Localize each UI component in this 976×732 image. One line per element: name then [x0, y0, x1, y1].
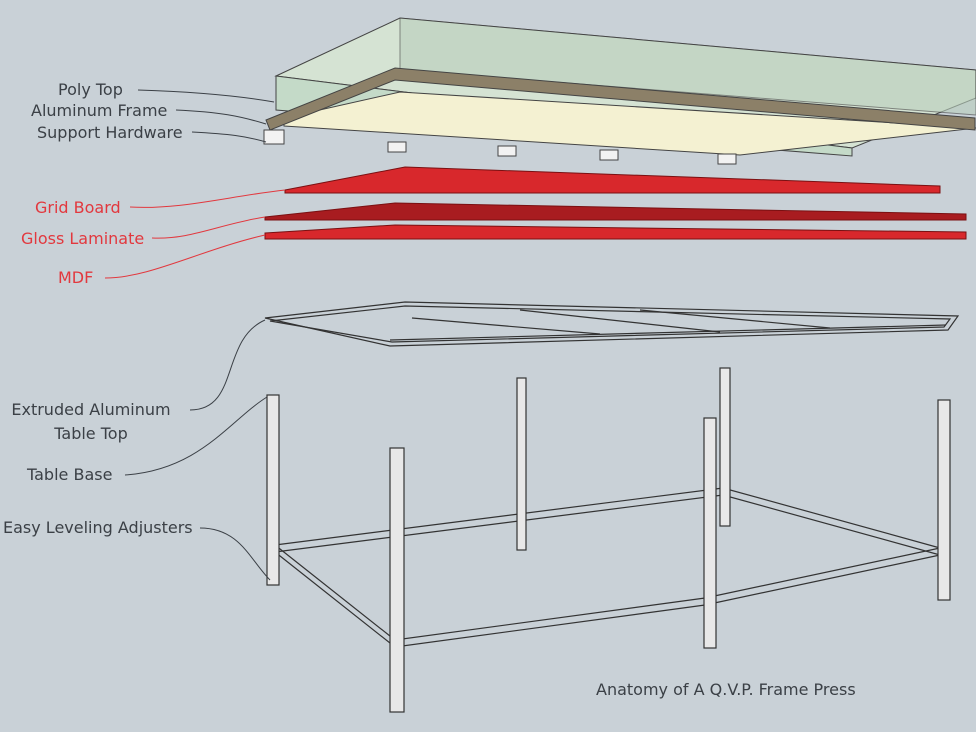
leg: [703, 417, 717, 649]
label-extruded-line2: Table Top: [54, 424, 128, 443]
mdf-board: [264, 224, 967, 240]
leg: [266, 394, 280, 586]
support-hardware-block: [497, 145, 517, 157]
leg: [389, 447, 405, 713]
support-hardware-block: [717, 153, 737, 165]
label-mdf: MDF: [58, 268, 94, 287]
label-gloss-laminate: Gloss Laminate: [21, 229, 145, 248]
label-grid-board: Grid Board: [35, 198, 121, 217]
label-aluminum-frame: Aluminum Frame: [31, 101, 168, 120]
boards: [264, 166, 967, 240]
support-hardware-block: [387, 141, 407, 153]
label-table-base: Table Base: [27, 465, 113, 484]
label-easy-leveling-adjusters: Easy Leveling Adjusters: [3, 518, 193, 537]
poly-top-assembly: [263, 17, 976, 165]
table-base: [266, 367, 951, 713]
support-hardware-block: [263, 129, 285, 145]
label-support-hardware: Support Hardware: [37, 123, 183, 142]
support-hardware-block: [599, 149, 619, 161]
leader-lines: [104, 89, 286, 581]
grid-board: [284, 166, 941, 194]
label-extruded-aluminum-table-top: Extruded Aluminum Table Top: [8, 400, 174, 443]
extruded-table-top: [264, 301, 960, 347]
poly-top-back-face: [399, 17, 976, 116]
leg: [719, 367, 731, 527]
label-poly-top: Poly Top: [58, 80, 123, 99]
diagram-caption: Anatomy of A Q.V.P. Frame Press: [596, 680, 856, 699]
leg: [516, 377, 527, 551]
leg: [937, 399, 951, 601]
gloss-laminate: [264, 202, 967, 221]
label-extruded-line1: Extruded Aluminum: [11, 400, 171, 419]
